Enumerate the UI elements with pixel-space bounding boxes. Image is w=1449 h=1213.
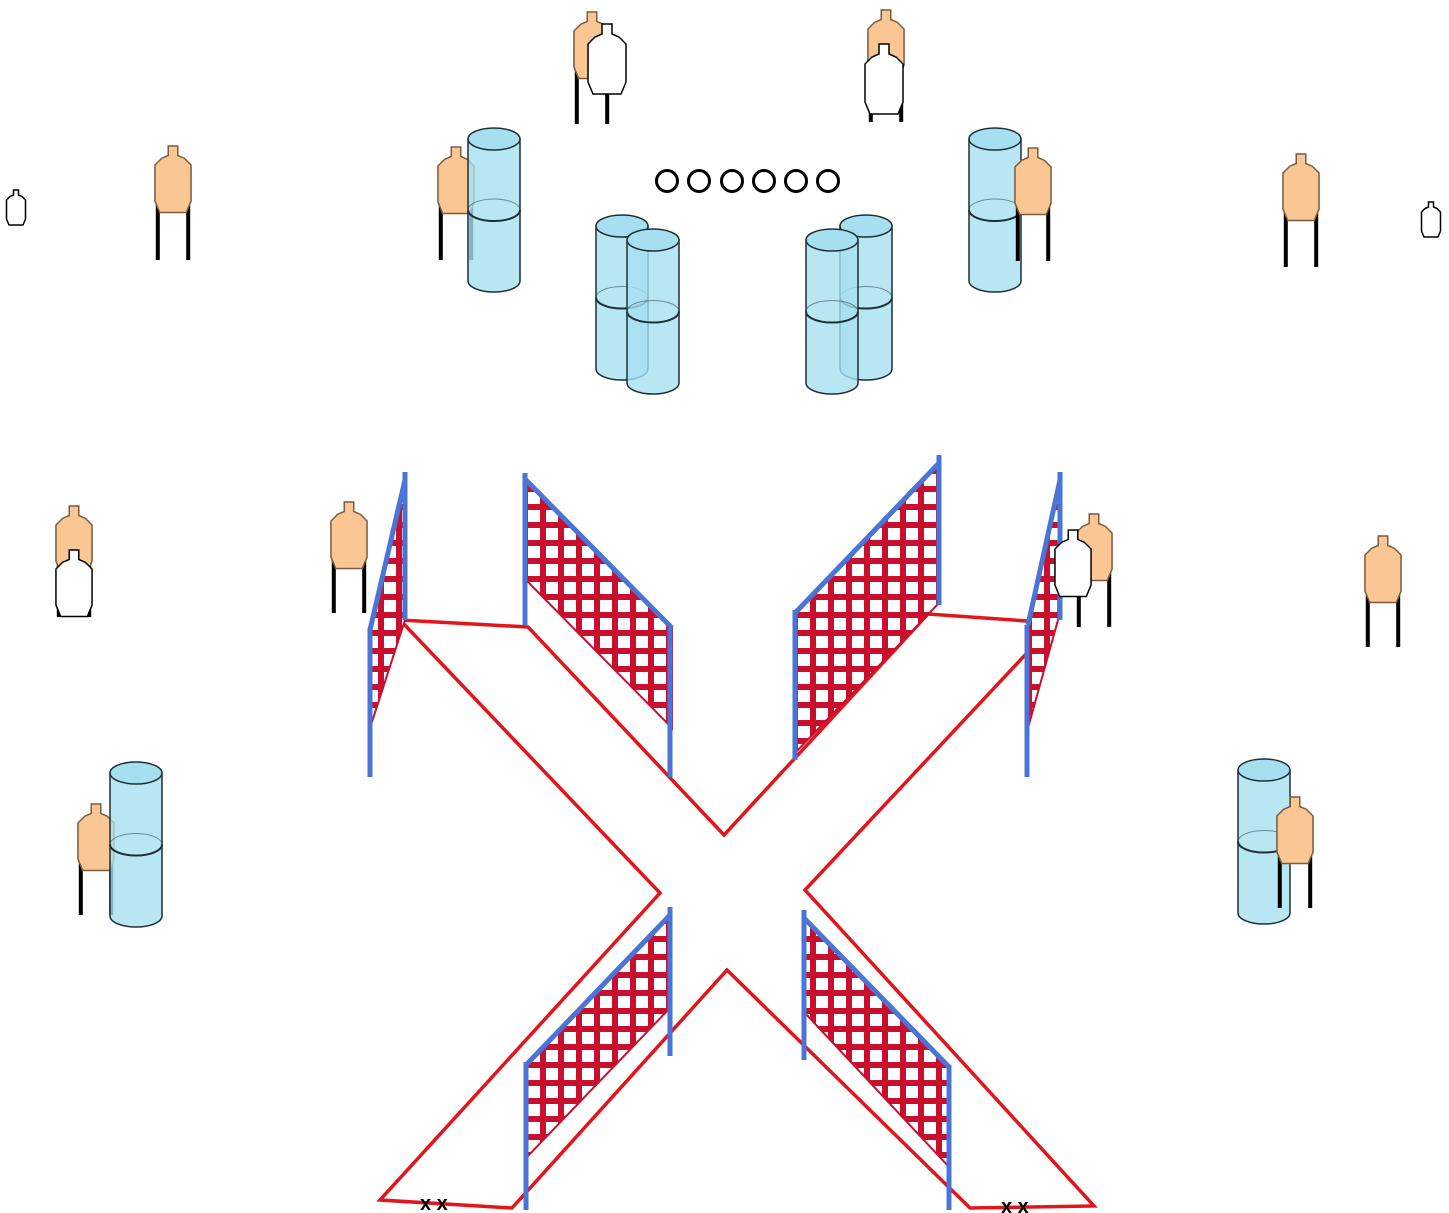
barrel-body	[626, 239, 680, 395]
mesh-wall-panel	[795, 459, 941, 755]
barrel-body	[467, 138, 521, 293]
no-shoot-target-icon	[5, 189, 27, 226]
no-shoot-body	[1420, 201, 1442, 238]
steel-plate-icon	[655, 169, 679, 193]
wall-top-rail	[367, 479, 408, 631]
cardboard-target-icon	[1364, 535, 1402, 647]
barrel-band-back	[467, 198, 521, 211]
cardboard-target-icon	[1282, 153, 1320, 267]
steel-plate-icon	[720, 169, 744, 193]
no-shoot-body	[587, 23, 627, 95]
barrel-top	[839, 214, 893, 238]
fault-line-outline	[376, 612, 1098, 1210]
no-shoot-target-icon	[864, 43, 904, 115]
barrel-icon	[626, 228, 680, 395]
wall-top-rail	[524, 913, 672, 1067]
wall-top-rail	[802, 916, 952, 1070]
cardboard-target-icon	[1276, 796, 1314, 908]
barrel-icon	[109, 761, 163, 928]
barrel-body	[109, 772, 163, 928]
no-shoot-target-icon	[1054, 529, 1092, 598]
barrel-icon	[805, 228, 859, 395]
target-body	[154, 145, 192, 214]
steel-plate-rack	[655, 169, 840, 193]
no-shoot-body	[864, 43, 904, 115]
barrel-top	[467, 127, 521, 151]
target-body	[1014, 147, 1052, 216]
barrel-body	[805, 239, 859, 395]
mesh-wall-icon	[1024, 472, 1063, 777]
barrel-top	[1237, 758, 1291, 782]
start-mark-left: x x	[420, 1193, 448, 1213]
barrel-band-back	[626, 300, 680, 312]
mesh-wall-icon	[792, 455, 942, 760]
cardboard-target-icon	[330, 501, 368, 613]
wall-top-rail	[522, 476, 674, 630]
wall-top-rail	[1025, 479, 1063, 626]
target-body	[1364, 535, 1402, 604]
barrel-band	[626, 311, 680, 324]
barrel-band	[467, 209, 521, 222]
cardboard-target-icon	[1014, 147, 1052, 261]
cardboard-target-icon	[154, 145, 192, 260]
barrel-top	[626, 228, 680, 252]
steel-plate-icon	[687, 169, 711, 193]
mesh-wall-panel	[525, 912, 671, 1161]
target-body	[77, 803, 115, 872]
barrel-icon	[467, 127, 521, 293]
mesh-walls	[367, 455, 1063, 1210]
no-shoot-body	[1054, 529, 1092, 598]
no-shoot-body	[5, 189, 27, 226]
cardboard-target-icon	[77, 803, 115, 915]
start-mark-right: x x	[1001, 1196, 1029, 1213]
no-shoot-target-icon	[1420, 201, 1442, 238]
barrel-band-back	[109, 833, 163, 845]
mesh-wall-icon	[522, 473, 674, 777]
mesh-wall-icon	[801, 910, 952, 1210]
no-shoot-target-icon	[55, 549, 93, 618]
steel-plate-icon	[784, 169, 808, 193]
barrel-top	[805, 228, 859, 252]
target-body	[1282, 153, 1320, 222]
steel-plate-icon	[752, 169, 776, 193]
barrel-body	[1237, 769, 1291, 925]
target-body	[1276, 796, 1314, 865]
barrel-band	[109, 844, 163, 857]
target-body	[330, 501, 368, 570]
barrel-band	[805, 311, 859, 324]
barrel-icon	[968, 127, 1022, 293]
barrel-icon	[1237, 758, 1291, 925]
fault-line	[376, 612, 1098, 1210]
stage-props	[5, 9, 1442, 928]
barrel-top	[109, 761, 163, 785]
barrel-body	[968, 138, 1022, 293]
no-shoot-target-icon	[587, 23, 627, 95]
no-shoot-body	[55, 549, 93, 618]
steel-plate-icon	[816, 169, 840, 193]
barrel-top	[968, 127, 1022, 151]
wall-top-rail	[794, 460, 942, 614]
mesh-wall-icon	[523, 907, 673, 1210]
mesh-wall-icon	[367, 472, 408, 777]
barrel-band-back	[805, 300, 859, 312]
